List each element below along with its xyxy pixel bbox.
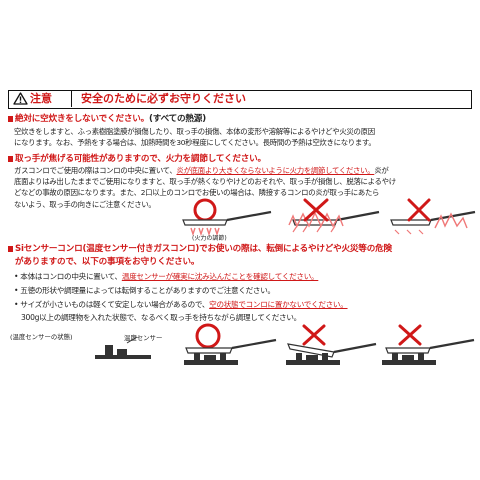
bullet-square-icon xyxy=(8,155,13,162)
caution-title: 安全のために必ずお守りください xyxy=(81,92,246,105)
ng-cross-icon xyxy=(407,198,431,222)
section2-heading: 取っ手が焦げる可能性がありますので、火力を調節してください。 xyxy=(8,152,266,164)
stove-ng-2-illustration xyxy=(382,324,475,365)
warning-triangle-icon xyxy=(13,92,28,105)
section3-heading: Siセンサーコンロ(温度センサー付きガスコンロ)でお使いの際は、転倒によるやけど… xyxy=(8,243,392,269)
flame-caption: (火力の調節) xyxy=(192,235,227,242)
section1-body: 空炊きをしますと、ふっ素樹脂塗膜が損傷したり、取っ手の損傷、本体の変形や溶解等に… xyxy=(14,126,476,148)
bullet-square-icon xyxy=(8,115,13,122)
bullet-3-line-2: 300g以上の調理物を入れた状態で、なるべく取っ手を持ちながら調理してください。 xyxy=(21,313,301,322)
caution-header: 注意 安全のために必ずお守りください xyxy=(8,90,472,109)
caution-badge-label: 注意 xyxy=(30,92,52,105)
bullet-3: • サイズが小さいものは軽くて安定しない場合があるので、空の状態でコンロに置かな… xyxy=(14,300,348,309)
section2-line-4: ないよう、取っ手の向きにご注意ください。 xyxy=(14,199,156,209)
ok-circle-icon xyxy=(193,198,217,222)
ng-cross-icon xyxy=(302,324,326,346)
section2-line-3: どなどの事故の原因になります。また、2口以上のコンロでお使いの場合は、隣接するコ… xyxy=(14,188,380,198)
section1-line-1: 空炊きをしますと、ふっ素樹脂塗膜が損傷したり、取っ手の損傷、本体の変形や溶解等に… xyxy=(14,127,375,136)
stove-ng-1-illustration xyxy=(286,324,377,365)
section1-heading: 絶対に空炊きをしないでください。(すべての熱源) xyxy=(8,112,206,124)
section3-bullets: • 本体はコンロの中央に置いて、温度センサーが確実に沈み込んだことを確認してくだ… xyxy=(14,271,476,326)
sensor-state-label: (温度センサーの状態) xyxy=(10,333,73,341)
ng-cross-icon xyxy=(303,198,329,222)
section1-line-2: になります。なお、予熱をする場合は、加熱時間を30秒程度にしてください。長時間の… xyxy=(14,138,376,148)
sensor-callout-label: 温度センサー xyxy=(124,334,163,342)
section2-line-1: ガスコンロでご使用の際はコンロの中央に置いて、炎が底面より大きくならないように火… xyxy=(14,166,389,175)
section2-line-2: 底面よりはみ出したままでご使用になりますと、取っ手が熱くなりやけどのおそれや、取… xyxy=(14,177,396,187)
section2-body: ガスコンロでご使用の際はコンロの中央に置いて、炎が底面より大きくならないように火… xyxy=(14,165,476,210)
flame-too-big-illustration xyxy=(288,198,380,233)
caution-badge: 注意 xyxy=(9,91,72,107)
bullet-square-icon xyxy=(8,245,13,252)
bullet-2: • 五徳の形状や調理量によっては転倒することがありますのでご注意ください。 xyxy=(14,286,275,295)
ok-circle-icon xyxy=(195,323,221,349)
flame-ok-illustration xyxy=(182,198,272,236)
bullet-1: • 本体はコンロの中央に置いて、温度センサーが確実に沈み込んだことを確認してくだ… xyxy=(14,272,319,281)
ng-cross-icon xyxy=(398,324,422,346)
sensor-diagram xyxy=(95,336,151,359)
flame-handle-illustration xyxy=(390,198,476,235)
stove-ok-illustration xyxy=(184,323,277,365)
